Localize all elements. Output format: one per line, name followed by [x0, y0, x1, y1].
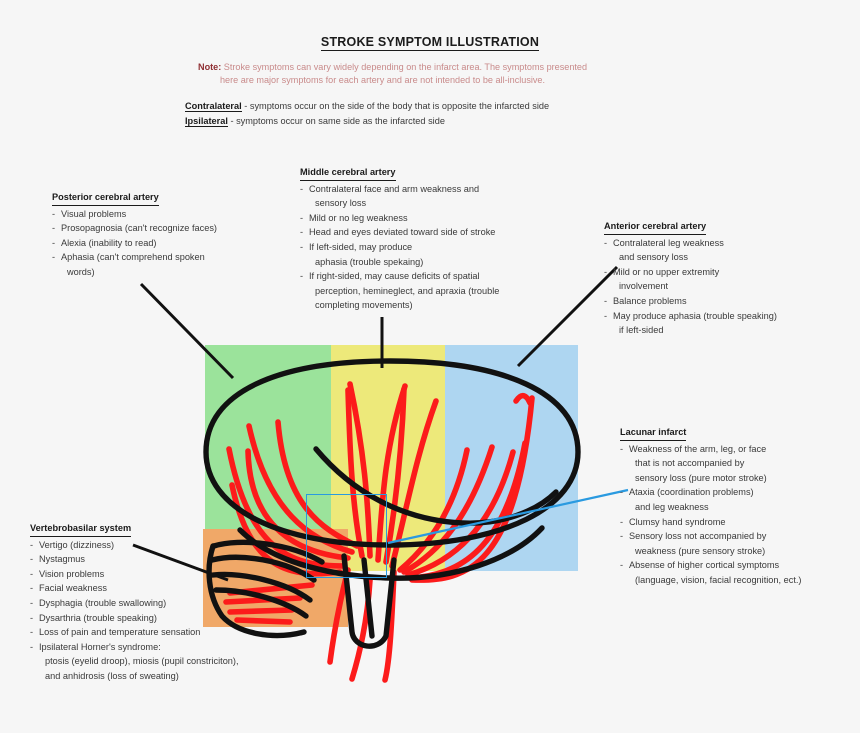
list-item: Aphasia (can't comprehend spoken — [52, 250, 302, 265]
list-item: and sensory loss — [619, 252, 688, 263]
label-title-anterior: Anterior cerebral artery — [604, 219, 707, 235]
list-item: Prosopagnosia (can't recognize faces) — [52, 221, 302, 236]
page-title-text: STROKE SYMPTOM ILLUSTRATION — [320, 35, 540, 51]
label-title-middle: Middle cerebral artery — [300, 165, 396, 181]
label-block-lacunar-infarct: Lacunar infarct Weakness of the arm, leg… — [620, 425, 858, 588]
symptom-list-middle: Contralateral face and arm weakness and … — [300, 182, 555, 313]
list-item: words) — [67, 266, 95, 277]
list-item: that is not accompanied by — [635, 458, 745, 469]
label-title-posterior: Posterior cerebral artery — [52, 190, 159, 206]
list-item: Visual problems — [52, 207, 302, 222]
list-item: Ataxia (coordination problems) — [620, 485, 858, 500]
list-item: aphasia (trouble spekaing) — [315, 256, 424, 267]
list-item: Ipsilateral Horner's syndrome: — [30, 640, 340, 655]
list-item: ptosis (eyelid droop), miosis (pupil con… — [45, 656, 239, 667]
definitions-block: Contralateral - symptoms occur on the si… — [185, 99, 655, 128]
list-item: Alexia (inability to read) — [52, 236, 302, 251]
list-item: sensory loss — [315, 198, 367, 209]
leader-lacunar — [387, 488, 629, 545]
list-item: and anhidrosis (loss of sweating) — [45, 670, 179, 681]
list-item: Absense of higher cortical symptoms — [620, 558, 858, 573]
list-item: Loss of pain and temperature sensation — [30, 625, 340, 640]
list-item: Dysphagia (trouble swallowing) — [30, 596, 340, 611]
list-item: if left-sided — [619, 325, 664, 336]
definition-text-ipsilateral: - symptoms occur on same side as the inf… — [227, 115, 445, 126]
symptom-list-vertebrobasilar: Vertigo (dizziness) Nystagmus Vision pro… — [30, 538, 340, 684]
label-title-lacunar: Lacunar infarct — [620, 425, 687, 441]
list-item: completing movements) — [315, 300, 413, 311]
list-item: Balance problems — [604, 294, 852, 309]
list-item: Mild or no upper extremity — [604, 265, 852, 280]
symptom-list-anterior: Contralateral leg weakness and sensory l… — [604, 236, 852, 338]
symptom-list-lacunar: Weakness of the arm, leg, or face that i… — [620, 442, 858, 588]
list-item: Dysarthria (trouble speaking) — [30, 611, 340, 626]
label-block-vertebrobasilar-system: Vertebrobasilar system Vertigo (dizzines… — [30, 521, 340, 684]
definition-text-contralateral: - symptoms occur on the side of the body… — [241, 101, 550, 111]
definition-term-ipsilateral: Ipsilateral — [185, 115, 228, 127]
note-line-2: here are major symptoms for each artery … — [220, 75, 546, 86]
list-item: If right-sided, may cause deficits of sp… — [300, 269, 555, 284]
list-item: Sensory loss not accompanied by — [620, 529, 858, 544]
definition-term-contralateral: Contralateral — [185, 101, 242, 112]
list-item: perception, hemineglect, and apraxia (tr… — [315, 285, 500, 296]
list-item: involvement — [619, 281, 669, 292]
label-block-middle-cerebral-artery: Middle cerebral artery Contralateral fac… — [300, 165, 555, 313]
list-item: Mild or no leg weakness — [300, 211, 555, 226]
note-block: Note: Stroke symptoms can vary widely de… — [198, 61, 598, 88]
list-item: Contralateral face and arm weakness and — [300, 182, 555, 197]
list-item: Vertigo (dizziness) — [30, 538, 340, 553]
list-item: Contralateral leg weakness — [604, 236, 852, 251]
note-lead-label: Note: — [198, 62, 222, 72]
label-block-anterior-cerebral-artery: Anterior cerebral artery Contralateral l… — [604, 219, 852, 338]
definition-ipsilateral: Ipsilateral - symptoms occur on same sid… — [185, 114, 655, 129]
list-item: Clumsy hand syndrome — [620, 515, 858, 530]
list-item: (language, vision, facial recognition, e… — [635, 574, 802, 585]
symptom-list-posterior: Visual problems Prosopagnosia (can't rec… — [52, 207, 302, 280]
leader-posterior — [139, 282, 235, 380]
list-item: Facial weakness — [30, 581, 340, 596]
list-item: Vision problems — [30, 567, 340, 582]
list-item: weakness (pure sensory stroke) — [635, 545, 766, 556]
lacunar-infarct-marker-box — [306, 494, 387, 578]
list-item: If left-sided, may produce — [300, 240, 555, 255]
list-item: Nystagmus — [30, 552, 340, 567]
list-item: and leg weakness — [635, 501, 709, 512]
list-item: May produce aphasia (trouble speaking) — [604, 309, 852, 324]
page-title: STROKE SYMPTOM ILLUSTRATION — [0, 35, 860, 51]
note-line-1: Stroke symptoms can vary widely dependin… — [221, 62, 588, 72]
leader-anterior — [516, 265, 619, 368]
list-item: sensory loss (pure motor stroke) — [635, 472, 767, 483]
label-block-posterior-cerebral-artery: Posterior cerebral artery Visual problem… — [52, 190, 302, 280]
list-item: Head and eyes deviated toward side of st… — [300, 225, 555, 240]
label-title-vertebrobasilar: Vertebrobasilar system — [30, 521, 132, 537]
list-item: Weakness of the arm, leg, or face — [620, 442, 858, 457]
definition-contralateral: Contralateral - symptoms occur on the si… — [185, 99, 655, 114]
